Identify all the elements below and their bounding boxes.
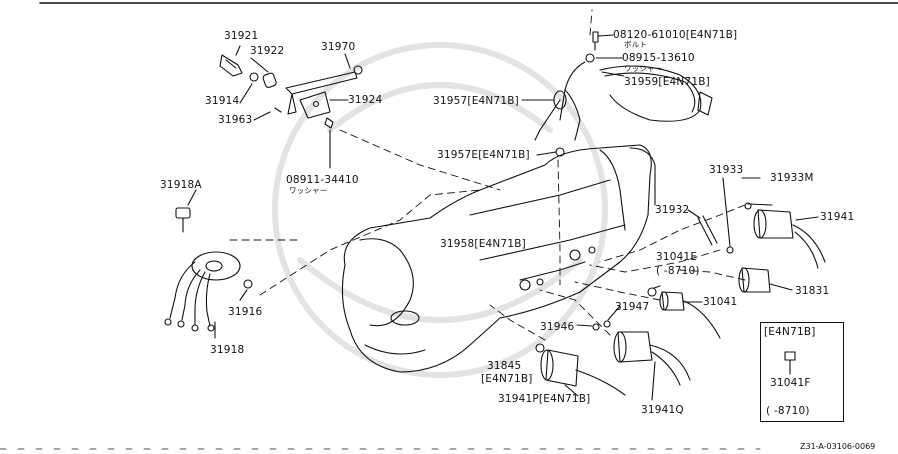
- label-31941: 31941: [820, 211, 855, 223]
- watermark-emblem: [272, 42, 608, 378]
- inset-title: [E4N71B]: [764, 326, 816, 338]
- label-08911-34410: 08911-34410: [286, 174, 359, 186]
- label-31941P: 31941P[E4N71B]: [498, 393, 591, 405]
- label-31922: 31922: [250, 45, 285, 57]
- label-31933M: 31933M: [770, 172, 814, 184]
- label-31924: 31924: [348, 94, 383, 106]
- label-08915-13610: 08915-13610: [622, 52, 695, 64]
- label-31916: 31916: [228, 306, 263, 318]
- part-31921-sensor: [219, 54, 277, 88]
- label-31918: 31918: [210, 344, 245, 356]
- label-31041E: 31041E: [656, 251, 698, 263]
- label-08915-sub: ワッシャー: [624, 64, 663, 73]
- label-31946: 31946: [540, 321, 575, 333]
- label-31957: 31957[E4N71B]: [433, 95, 519, 107]
- label-31959: 31959[E4N71B]: [624, 76, 710, 88]
- label-31831: 31831: [795, 285, 830, 297]
- label-31914: 31914: [205, 95, 240, 107]
- label-08120-61010: 08120-61010[E4N71B]: [613, 29, 738, 41]
- part-31941P-switch: [535, 343, 626, 396]
- inset-bolt-drawing: [784, 351, 796, 375]
- part-31941Q-switch: [613, 331, 691, 386]
- inset-variant-box: [760, 322, 844, 422]
- label-31970: 31970: [321, 41, 356, 53]
- label-31921: 31921: [224, 30, 259, 42]
- inset-part-31041F: 31041F: [770, 377, 811, 389]
- label-31947: 31947: [615, 301, 650, 313]
- label-31932: 31932: [655, 204, 690, 216]
- label-08120-sub: ボルト: [624, 40, 648, 49]
- label-31041E-range: ( -8710): [656, 265, 700, 277]
- transmission-body: [341, 144, 656, 373]
- part-31918-sensor: [164, 207, 253, 332]
- label-31845: 31845: [487, 360, 522, 372]
- label-31845-variant: [E4N71B]: [481, 373, 533, 385]
- label-31957E: 31957E[E4N71B]: [437, 149, 530, 161]
- label-31918A: 31918A: [160, 179, 202, 191]
- label-31933: 31933: [709, 164, 744, 176]
- diagram-code: Z31-A-03106-0069: [800, 442, 876, 451]
- label-31958: 31958[E4N71B]: [440, 238, 526, 250]
- part-31959-harness: [534, 31, 713, 157]
- inset-range: ( -8710): [766, 405, 810, 417]
- part-31970-bracket: [285, 65, 363, 119]
- part-31831-gear: [738, 267, 771, 293]
- part-31041-sensor: [647, 287, 721, 339]
- part-31941-switch: [744, 202, 826, 269]
- label-31963: 31963: [218, 114, 253, 126]
- label-31041: 31041: [703, 296, 738, 308]
- label-08911-sub: ワッシャー: [289, 186, 328, 195]
- label-31941Q: 31941Q: [641, 404, 684, 416]
